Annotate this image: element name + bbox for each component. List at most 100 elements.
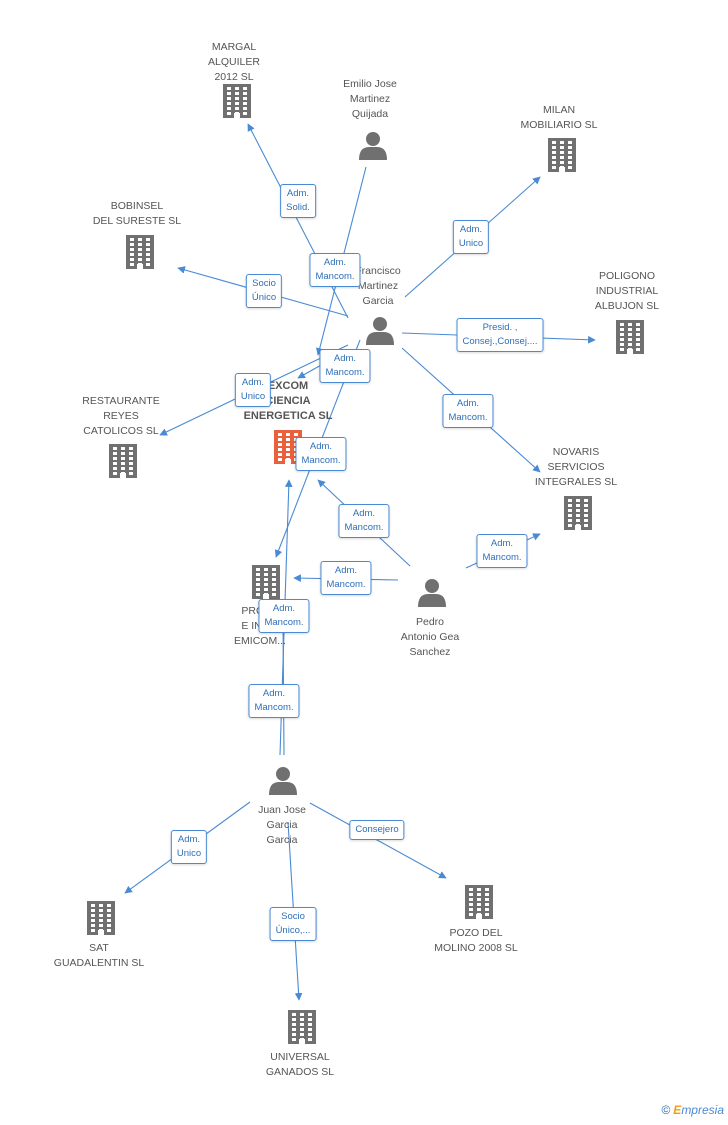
node-label-line: Martinez xyxy=(357,280,399,292)
building-icon-pozo[interactable] xyxy=(465,885,493,919)
building-icon-poligono[interactable] xyxy=(616,320,644,354)
node-label-line: GANADOS SL xyxy=(265,1066,335,1078)
edge-label-line: Adm. xyxy=(333,353,357,364)
edge-label-juan-pozo[interactable]: Consejero xyxy=(349,820,405,840)
edge-label-line: Adm. xyxy=(490,538,514,549)
edge-label-line: Adm. xyxy=(352,508,376,519)
edge-label-francisco-margal[interactable]: Adm. Solid. xyxy=(280,184,316,218)
edge-label-line: Socio xyxy=(281,911,305,922)
building-icon-proy[interactable] xyxy=(252,565,280,599)
node-label-line: RESTAURANTE xyxy=(82,395,160,407)
node-label-line: 2012 SL xyxy=(214,71,254,83)
node-label-line: INTEGRALES SL xyxy=(534,476,618,488)
copyright-symbol: © xyxy=(661,1103,671,1117)
node-label-line: Garcia xyxy=(362,295,394,307)
person-icon-juan[interactable] xyxy=(269,767,297,795)
edge-label-line: Mancom. xyxy=(326,579,366,590)
edge-label-line: Adm. xyxy=(286,188,310,199)
edge-label-line: Mancom. xyxy=(315,271,355,282)
node-label-sat[interactable]: SAT GUADALENTIN SL xyxy=(54,941,144,971)
person-icon-francisco[interactable] xyxy=(366,317,394,345)
node-label-line: REYES xyxy=(103,410,139,422)
building-icon-milan[interactable] xyxy=(548,138,576,172)
edge-label-line: Adm. xyxy=(456,398,480,409)
building-icon-sat[interactable] xyxy=(87,901,115,935)
edge-label-line: Adm. xyxy=(309,441,333,452)
edge-label-line: Adm. xyxy=(177,834,201,845)
edge-label-line: Adm. xyxy=(334,565,358,576)
edge-label-line: Adm. xyxy=(323,257,347,268)
brand-name: mpresia xyxy=(681,1103,724,1117)
edge-label-pedro-excom[interactable]: Adm.Mancom. xyxy=(338,504,390,538)
edge-label-line: Adm. xyxy=(262,688,286,699)
edge-label-francisco-restaurante[interactable]: Adm.Unico xyxy=(234,373,272,407)
node-label-line: MILAN xyxy=(542,104,576,116)
node-label-line: EMICOM... xyxy=(234,635,286,647)
node-label-line: ALBUJON SL xyxy=(594,300,660,312)
building-icon-margal[interactable] xyxy=(223,84,251,118)
node-label-line: Emilio Jose xyxy=(343,78,397,90)
edge-label-line: Adm. xyxy=(459,224,483,235)
node-label-line: ALQUILER xyxy=(208,56,260,68)
node-label-line: MOLINO 2008 SL xyxy=(434,942,518,954)
edge-label-francisco-novaris[interactable]: Adm.Mancom. xyxy=(442,394,494,428)
edge-label-line: Adm. xyxy=(272,603,296,614)
edge-label-juan-sat[interactable]: Adm.Unico xyxy=(170,830,208,864)
node-label-line: MARGAL xyxy=(211,41,257,53)
edge-label-line: Consejero xyxy=(355,824,399,835)
edge-label-pedro-novaris[interactable]: Adm. Mancom. xyxy=(476,534,528,568)
edge-label-line: Presid. , xyxy=(482,322,518,333)
person-icon-emilio[interactable] xyxy=(359,132,387,160)
node-label-line: BOBINSEL xyxy=(110,200,164,212)
node-label-line: NOVARIS xyxy=(552,446,600,458)
edge-label-juan-proy[interactable]: Adm.Mancom. xyxy=(248,684,300,718)
node-label-universal[interactable]: UNIVERSAL GANADOS SL xyxy=(266,1050,334,1080)
node-label-margal[interactable]: MARGAL ALQUILER 2012 SL xyxy=(208,40,260,85)
edge-label-line: Solid. xyxy=(286,202,310,213)
building-icon-novaris[interactable] xyxy=(564,496,592,530)
node-label-line: Pedro xyxy=(415,616,445,628)
edge-label-line: Unico xyxy=(240,391,266,402)
node-label-line: EXCOM xyxy=(267,380,309,392)
node-label-line: Francisco xyxy=(355,265,401,277)
node-label-line: Sanchez xyxy=(409,646,451,658)
edge-label-emilio-excom[interactable]: Adm. Mancom. xyxy=(309,253,361,287)
node-label-line: UNIVERSAL xyxy=(270,1051,330,1063)
node-label-bobinsel[interactable]: BOBINSEL DEL SURESTE SL xyxy=(93,199,181,229)
node-label-pozo[interactable]: POZO DEL MOLINO 2008 SL xyxy=(434,926,517,956)
building-icon-bobinsel[interactable] xyxy=(126,235,154,269)
edge-label-line: Mancom. xyxy=(325,367,365,378)
node-label-line: POZO DEL xyxy=(449,927,503,939)
node-label-line: SAT xyxy=(89,942,109,954)
building-icon-universal[interactable] xyxy=(288,1010,316,1044)
edge-label-francisco-milan[interactable]: Adm. Unico xyxy=(452,220,490,254)
edge-label-juan-excom[interactable]: Adm. Mancom. xyxy=(258,599,310,633)
footer-brand[interactable]: ©Empresia xyxy=(661,1103,724,1117)
edge-label-francisco-excom[interactable]: Adm. Mancom. xyxy=(319,349,371,383)
edge-label-francisco-poligono[interactable]: Presid. , Consej.,Consej.... xyxy=(456,318,544,352)
edge-label-line: Consej.,Consej.... xyxy=(462,336,538,347)
edge-label-line: Socio xyxy=(252,278,276,289)
edge-label-francisco-proy[interactable]: Adm.Mancom. xyxy=(295,437,347,471)
edge-label-line: Mancom. xyxy=(264,617,304,628)
node-label-line: INDUSTRIAL xyxy=(595,285,659,297)
node-label-line: Antonio Gea xyxy=(400,631,460,643)
edge-label-pedro-proy[interactable]: Adm. Mancom. xyxy=(320,561,372,595)
node-label-line: GUADALENTIN SL xyxy=(53,957,145,969)
node-label-line: DEL SURESTE SL xyxy=(92,215,182,227)
edge-label-line: Mancom. xyxy=(482,552,522,563)
building-icon-restaurante[interactable] xyxy=(109,444,137,478)
person-icon-pedro[interactable] xyxy=(418,579,446,607)
edge-label-line: Unico xyxy=(458,238,484,249)
